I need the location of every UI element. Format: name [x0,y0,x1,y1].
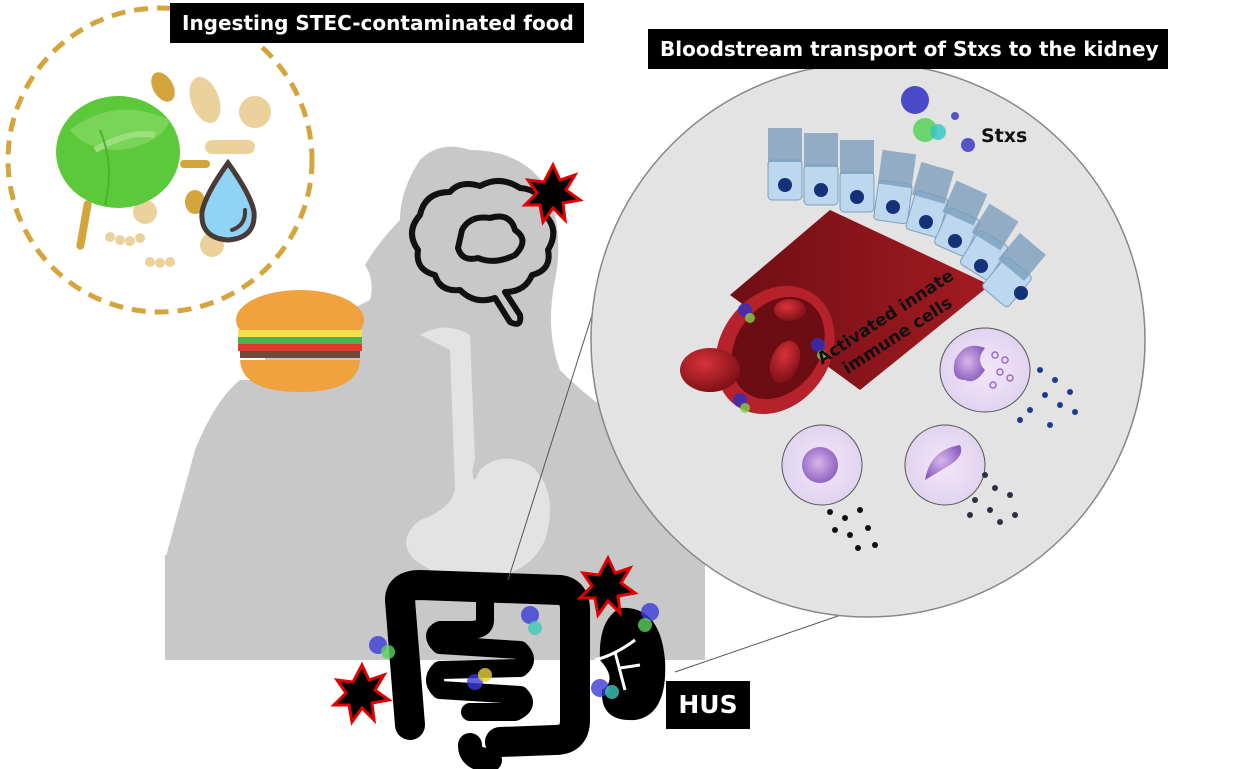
protein-toxin-icon [369,603,659,699]
hus-label: HUS [666,681,750,729]
water-drop-icon [199,158,257,243]
ingest-title-label: Ingesting STEC-contaminated food [170,3,584,43]
bloodstream-title-label: Bloodstream transport of Stxs to the kid… [648,29,1168,69]
stxs-label: Stxs [981,125,1028,147]
bacterium-rod-icon [76,72,210,250]
cytokine-dots [827,367,1078,551]
burst-icon [330,161,639,726]
brain-icon [409,178,557,327]
stxs-toxin-icon [733,86,975,413]
contaminated-food-circle [5,5,315,315]
burger-icon [236,290,364,392]
immune-cell-icon [781,327,1031,506]
zoom-connector-lines [507,289,871,673]
cabbage-icon [56,96,180,208]
kidney-icon [594,607,666,721]
kidney-zoom-circle [590,62,1146,618]
intestine-icon [385,570,590,769]
epithelial-cells-icon [767,128,1046,308]
stomach-icon [406,327,550,580]
